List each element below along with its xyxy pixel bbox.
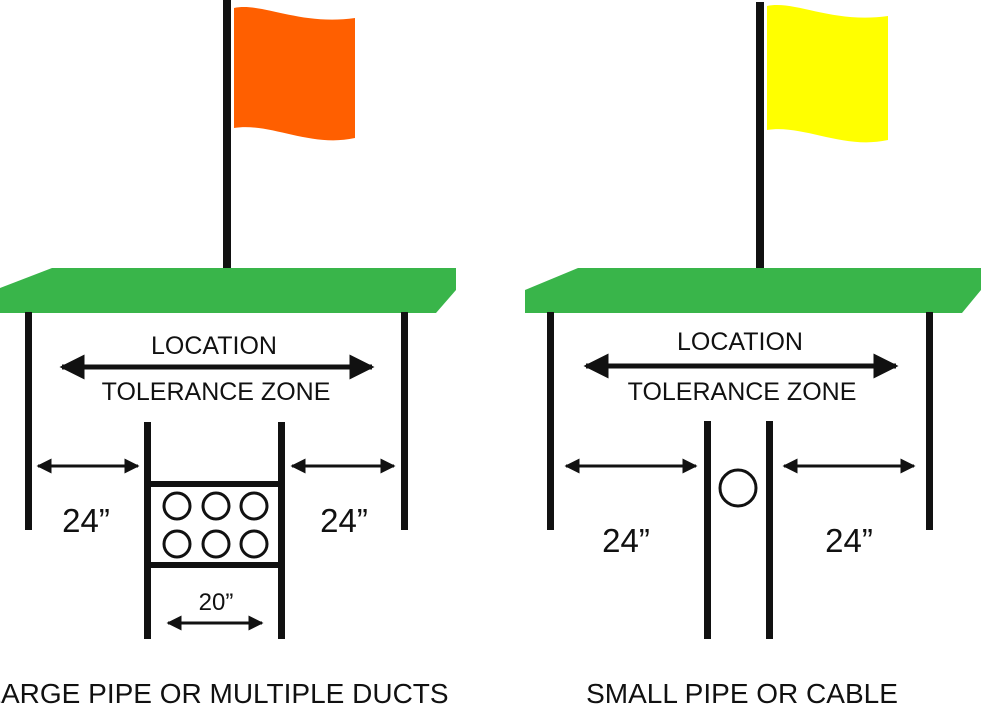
large-zone-right-boundary (401, 312, 408, 530)
small-zone-label-line2: TOLERANCE ZONE (628, 378, 857, 406)
duct (239, 491, 269, 521)
duct-bank-ducts (162, 491, 269, 559)
small-pipe-right-wall (766, 421, 773, 639)
duct (162, 529, 192, 559)
large-ground-slab (0, 268, 456, 313)
large-flag (234, 7, 355, 141)
small-zone-label-line1: LOCATION (677, 328, 803, 356)
small-zone-left-boundary (547, 312, 554, 530)
large-flag-pole (223, 0, 231, 283)
small-right-clearance-label: 24” (825, 522, 873, 559)
duct (201, 529, 231, 559)
large-right-clearance-label: 24” (320, 502, 368, 539)
small-pipe-panel: LOCATION TOLERANCE ZONE 24” 24” SMALL PI… (525, 2, 981, 709)
duct (239, 529, 269, 559)
large-zone-label-line2: TOLERANCE ZONE (102, 378, 331, 406)
small-left-clearance-label: 24” (602, 522, 650, 559)
small-flag-pole (756, 2, 764, 283)
large-zone-left-boundary (25, 312, 32, 530)
large-pipe-panel: LOCATION TOLERANCE ZONE 24” 24” 20” LARG… (0, 0, 456, 709)
duct (162, 491, 192, 521)
duct-bank-frame (144, 481, 284, 568)
small-flag (767, 5, 888, 143)
small-panel-caption: SMALL PIPE OR CABLE (586, 678, 898, 709)
large-panel-caption: LARGE PIPE OR MULTIPLE DUCTS (0, 678, 449, 709)
small-ground-slab (525, 268, 981, 313)
duct (201, 491, 231, 521)
small-pipe-left-wall (704, 421, 711, 639)
large-left-clearance-label: 24” (62, 502, 110, 539)
small-pipe-cable (718, 468, 758, 508)
large-zone-label-line1: LOCATION (151, 332, 277, 360)
large-width-label: 20” (199, 589, 234, 616)
small-zone-right-boundary (926, 312, 933, 530)
